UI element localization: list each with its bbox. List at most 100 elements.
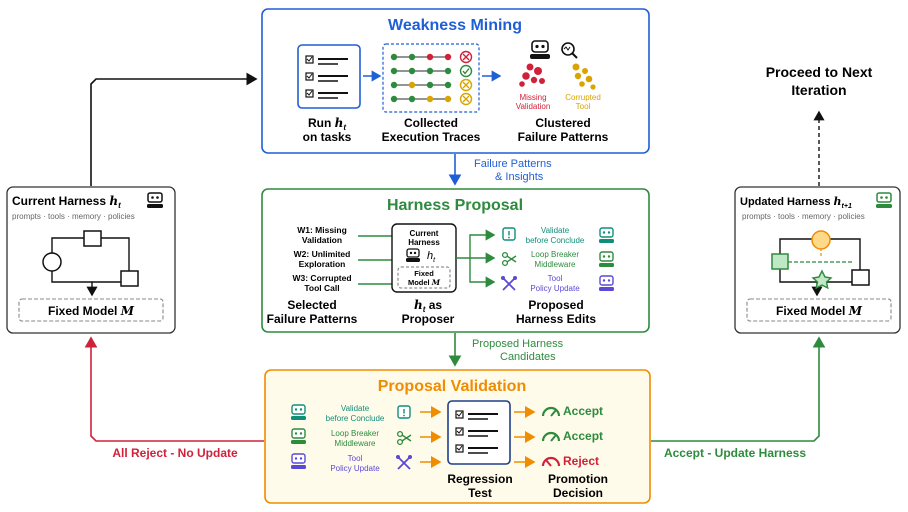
updated-fixed-model-box (746, 298, 892, 322)
missing-validation-cluster (519, 63, 545, 87)
trace-row-3 (390, 78, 473, 92)
traces-label-line2: Execution Traces (382, 130, 481, 144)
edit-loop-label: Loop Breaker (531, 250, 579, 259)
flow-label-candidates: Proposed Harness (472, 338, 564, 350)
flow-label-candidates-2: Candidates (500, 351, 556, 363)
proposer-box: Current Harness ht Fixed Model M (391, 223, 457, 293)
validate-alert-icon (502, 227, 516, 241)
candidate-3-tools-icon (396, 455, 412, 470)
regression-label-2: Test (468, 486, 492, 500)
corrupted-tool-label: Corrupted (565, 93, 601, 102)
w1-label: W1: Missing (297, 225, 347, 235)
tool-robot-icon (599, 275, 614, 291)
weakness-mining-title: Weakness Mining (388, 17, 522, 34)
proposed-edits-label: Proposed (528, 298, 583, 312)
current-harness-panel: Current Harness ht prompts · tools · mem… (6, 186, 176, 334)
candidate-3-label-2: Policy Update (330, 464, 380, 473)
scissors-icon (501, 251, 517, 267)
patterns-label: Clustered (535, 116, 590, 130)
pass-check-icon (459, 64, 473, 78)
selected-label-2: Failure Patterns (267, 312, 358, 326)
candidate-1-robot-icon (291, 404, 306, 420)
decision-3: Reject (563, 454, 599, 468)
decision-2: Accept (563, 429, 603, 443)
as-proposer-label: ht as (414, 298, 442, 314)
traces-label: Collected (404, 116, 458, 130)
candidate-2-label-2: Middleware (335, 439, 376, 448)
analysis-magnifier-icon (561, 42, 578, 59)
trace-row-4 (390, 92, 473, 106)
harness-proposal-panel: Harness Proposal W1: Missing Validation … (261, 188, 650, 333)
regression-test-icon (447, 400, 511, 465)
updated-harness-robot-icon (876, 192, 892, 208)
flow-label-insights-2: & Insights (495, 171, 544, 183)
proposer-h-symbol: ht (427, 250, 436, 264)
missing-validation-label: Missing (519, 93, 546, 102)
run-label: Run ht (308, 116, 346, 132)
corrupted-tool-cluster (572, 63, 596, 90)
proposer-current-label-2: Harness (408, 238, 440, 247)
updated-harness-structure (771, 230, 870, 297)
corrupted-tool-label-2: Tool (576, 102, 591, 111)
updated-fixed-model-label: Fixed Model M (776, 304, 863, 318)
arrow-edit-3 (469, 258, 496, 288)
candidate-1-label-2: before Conclude (326, 414, 385, 423)
proposer-fixed-label: Fixed (414, 269, 434, 278)
loop-robot-icon (599, 251, 614, 267)
current-fixed-model-label: Fixed Model M (48, 304, 135, 318)
current-harness-structure (42, 230, 139, 297)
candidate-3-robot-icon (291, 453, 306, 469)
reject-gauge-icon (541, 456, 561, 467)
trace-row-2 (390, 64, 473, 78)
current-harness-title: Current Harness ht (12, 194, 121, 210)
execution-traces-icon (382, 43, 480, 113)
edit-tool-label-2: Policy Update (530, 284, 580, 293)
proposed-edits-label-2: Harness Edits (516, 312, 596, 326)
trace-row-1 (390, 50, 473, 64)
updated-harness-title: Updated Harness ht+1 (740, 195, 852, 210)
decision-1: Accept (563, 404, 603, 418)
edit-validate-label-2: before Conclude (526, 236, 585, 245)
w3-label-2: Tool Call (304, 283, 339, 293)
edit-validate-label: Validate (541, 226, 570, 235)
w2-label: W2: Unlimited (294, 249, 351, 259)
proposal-validation-title: Proposal Validation (378, 378, 526, 395)
next-iteration-label: Proceed to Next (766, 64, 873, 80)
candidate-2-robot-icon (291, 428, 306, 444)
arrow-reject-to-current (84, 336, 264, 442)
validate-robot-icon (599, 227, 614, 243)
proposer-current-label: Current (410, 229, 439, 238)
current-fixed-model-box (18, 298, 164, 322)
proposer-fixed-label-2: Model M (408, 278, 441, 287)
task-list-icon (297, 44, 361, 109)
arrow-current-to-mining (90, 72, 258, 186)
accept-gauge-icon (541, 431, 561, 442)
patterns-label-line2: Failure Patterns (518, 130, 609, 144)
robot-icon (530, 40, 550, 59)
edit-tool-label: Tool (548, 274, 563, 283)
w3-label: W3: Corrupted (292, 273, 351, 283)
missing-validation-label-2: Validation (516, 102, 551, 111)
w2-label-2: Exploration (299, 259, 346, 269)
candidate-1-alert-icon (397, 405, 411, 419)
accept-gauge-icon (541, 406, 561, 417)
promotion-label: Promotion (548, 472, 608, 486)
as-proposer-label-2: Proposer (402, 312, 455, 326)
updated-harness-panel: Updated Harness ht+1 prompts · tools · m… (734, 186, 901, 334)
w1-label-2: Validation (302, 235, 342, 245)
arrow-edit-1 (456, 229, 496, 259)
reject-label: All Reject - No Update (112, 446, 238, 460)
promotion-label-2: Decision (553, 486, 603, 500)
updated-harness-subtitle: prompts · tools · memory · policies (742, 212, 865, 221)
regression-label: Regression (447, 472, 512, 486)
candidate-1-label: Validate (341, 404, 370, 413)
current-harness-subtitle: prompts · tools · memory · policies (12, 212, 135, 221)
edit-loop-label-2: Middleware (535, 260, 576, 269)
candidate-2-scissors-icon (396, 430, 412, 446)
harness-proposal-title: Harness Proposal (387, 197, 523, 214)
accept-label: Accept - Update Harness (664, 446, 806, 460)
next-iteration-label-2: Iteration (791, 82, 846, 98)
selected-label: Selected (287, 298, 336, 312)
arrow-accept-to-updated (651, 336, 826, 442)
